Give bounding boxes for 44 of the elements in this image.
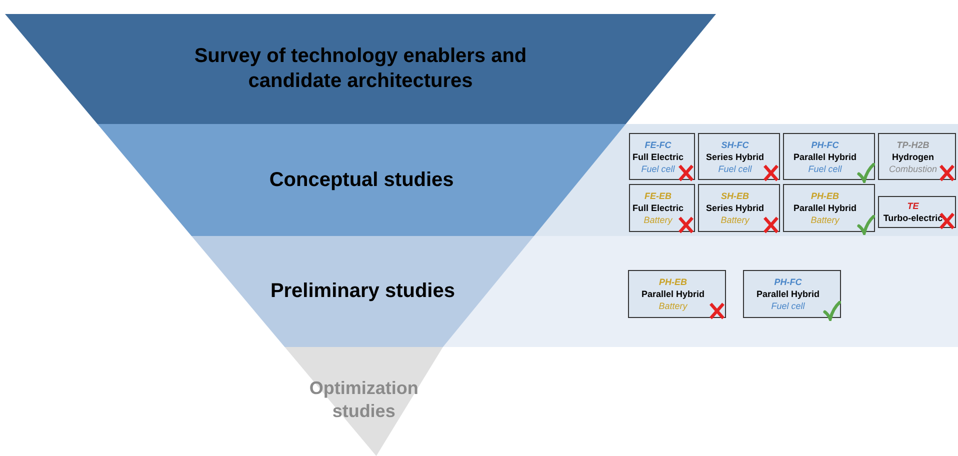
architecture-name: Parallel Hybrid — [793, 202, 857, 214]
architecture-card — [629, 184, 695, 232]
architecture-name: Hydrogen — [892, 150, 934, 162]
energy-source: Battery — [810, 214, 840, 226]
architecture-code: FE-EB — [644, 190, 672, 202]
architecture-card — [629, 133, 695, 180]
stage-title: Conceptual studies — [268, 168, 455, 192]
architecture-code: SH-EB — [720, 190, 749, 202]
architecture-name: Parallel Hybrid — [756, 288, 820, 300]
architecture-code: SH-FC — [721, 138, 749, 150]
stage-title: Optimization studies — [308, 377, 420, 422]
architecture-code: TE — [907, 200, 919, 212]
energy-source: Battery — [644, 214, 672, 226]
stage-title: Preliminary studies — [269, 279, 456, 304]
architecture-card — [783, 184, 875, 232]
architecture-name: Parallel Hybrid — [793, 150, 857, 162]
architecture-card — [743, 270, 841, 318]
architecture-code: PH-EB — [658, 276, 687, 288]
architecture-code: PH-FC — [774, 276, 802, 288]
architecture-name: Turbo-electric — [883, 212, 943, 224]
energy-source: Fuel cell — [641, 162, 675, 174]
architecture-card — [628, 270, 726, 318]
architecture-name: Parallel Hybrid — [641, 288, 705, 300]
architecture-name: Series Hybrid — [706, 202, 764, 214]
architecture-card — [783, 133, 875, 180]
energy-source: Fuel cell — [771, 300, 805, 312]
architecture-card — [878, 133, 956, 180]
energy-source: Fuel cell — [718, 162, 752, 174]
architecture-name: Series Hybrid — [706, 150, 764, 162]
energy-source: Combustion — [888, 162, 938, 174]
energy-source: Fuel cell — [808, 162, 842, 174]
architecture-card — [698, 184, 780, 232]
architecture-name: Full Electric — [632, 150, 684, 162]
funnel-stage — [97, 124, 626, 236]
energy-source: Battery — [658, 300, 688, 312]
architecture-code: TP-H2B — [896, 138, 930, 150]
architecture-code: PH-EB — [810, 190, 839, 202]
architecture-code: FE-FC — [644, 138, 672, 150]
energy-source: Battery — [720, 214, 750, 226]
architecture-card — [698, 133, 780, 180]
stage-title: Survey of technology enablers and candidate architectures — [193, 44, 528, 94]
architecture-card — [878, 196, 956, 228]
architecture-code: PH-FC — [811, 138, 839, 150]
architecture-name: Full Electric — [632, 202, 684, 214]
